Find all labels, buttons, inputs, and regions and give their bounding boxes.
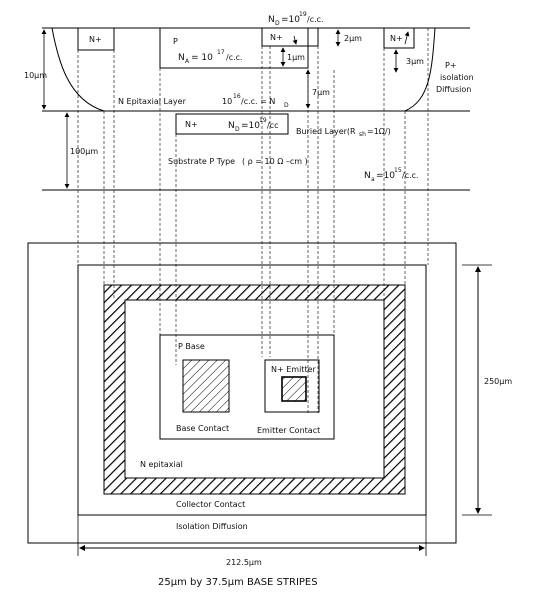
collector-contact-label: Collector Contact	[176, 500, 245, 509]
p-plus-label: P+	[445, 61, 457, 70]
dim-100um-label: 100μm	[70, 147, 98, 156]
nd-pointer-arrow	[292, 35, 298, 45]
na-substrate-eq: =10	[376, 171, 395, 181]
n-epitaxial-label: N epitaxial	[140, 460, 183, 469]
n-plus-right-label: N+	[390, 34, 403, 43]
substrate-label: Substrate P Type	[168, 157, 235, 166]
na-substrate-sub: a	[371, 176, 375, 183]
n-plus-right-region	[383, 27, 415, 49]
p-region-label: P	[173, 37, 178, 46]
buried-label-sub: sh	[359, 131, 366, 138]
na-eq: = 10	[191, 53, 213, 63]
emitter-n-plus-label: N+	[270, 33, 283, 42]
layout-view: P Base Base Contact N+ Emitter Emitter C…	[27, 242, 512, 567]
buried-n-plus-label: N+	[185, 120, 198, 129]
nd-top-main: N	[268, 15, 275, 25]
n-plus-right-arrow	[404, 31, 410, 45]
collector-contact-ring	[103, 284, 406, 495]
buried-label-end: =1Ω/)	[367, 127, 391, 136]
cross-section: N+ P N A = 10 17 /c.c. N+ N D =10 19 /c.…	[24, 11, 474, 191]
rho-label: ( ρ = 10 Ω –cm )	[242, 157, 308, 166]
buried-label: Buried Layer(R	[296, 127, 356, 136]
nd-top-sub: D	[275, 20, 280, 27]
n-plus-left-label: N+	[89, 35, 102, 44]
na-substrate-unit: /c.c.	[402, 171, 419, 180]
isolation-diffusion-rect	[77, 264, 427, 516]
isolation-label: isolation	[440, 73, 474, 82]
p-base-rect	[159, 334, 335, 440]
na-exp: 17	[217, 49, 225, 56]
p-base-label: P Base	[178, 342, 205, 351]
na-substrate-exp: 15	[394, 167, 402, 174]
n-plus-left-region	[77, 27, 115, 51]
dim-1um-label: 1μm	[287, 53, 305, 62]
n-plus-emitter-label: N+ Emitter	[271, 365, 316, 374]
nd-top-unit: /c.c.	[307, 15, 324, 24]
dim-10um-label: 10μm	[24, 71, 47, 80]
isolation-diffusion-label: Isolation Diffusion	[176, 522, 248, 531]
epi-unit: /c.c. = N	[241, 97, 275, 106]
p-base-region	[159, 27, 309, 69]
diffusion-label: Diffusion	[436, 85, 471, 94]
dim-2um-label: 2μm	[344, 34, 362, 43]
epi-exp: 16	[233, 93, 241, 100]
left-isolation-curve	[51, 27, 105, 112]
outer-frame	[27, 242, 457, 544]
dim-7um-label: 7μm	[312, 88, 330, 97]
projection-lines	[77, 28, 429, 415]
nd-top-exp: 19	[299, 11, 307, 18]
buried-nd-exp: 19	[259, 117, 267, 124]
na-sub: A	[185, 58, 190, 65]
dim-212-label: 212.5μm	[226, 558, 262, 567]
epi-label: N Epitaxial Layer	[118, 97, 187, 106]
na-unit: /c.c.	[226, 53, 243, 62]
dim-3um-label: 3μm	[406, 57, 424, 66]
emitter-contact-rect	[281, 376, 307, 402]
na-main: N	[178, 53, 185, 63]
figure-caption: 25μm by 37.5μm BASE STRIPES	[158, 577, 318, 588]
buried-layer-region	[175, 113, 289, 135]
nd-top-eq: =10	[281, 15, 300, 25]
buried-nd-unit: /cc	[267, 121, 279, 130]
epi-conc: 10	[222, 97, 232, 106]
buried-nd-main: N	[228, 121, 235, 131]
base-contact-rect	[182, 359, 230, 413]
epi-sub: D	[284, 102, 289, 109]
base-contact-label: Base Contact	[176, 424, 229, 433]
right-isolation-curve	[404, 27, 436, 112]
n-plus-emitter-rect	[264, 359, 320, 413]
emitter-region	[261, 27, 319, 47]
emitter-contact-label: Emitter Contact	[257, 426, 320, 435]
dim-250-label: 250μm	[484, 377, 512, 386]
na-substrate-main: N	[364, 171, 371, 181]
buried-nd-eq: =10	[241, 121, 260, 131]
buried-nd-sub: D	[235, 126, 240, 133]
